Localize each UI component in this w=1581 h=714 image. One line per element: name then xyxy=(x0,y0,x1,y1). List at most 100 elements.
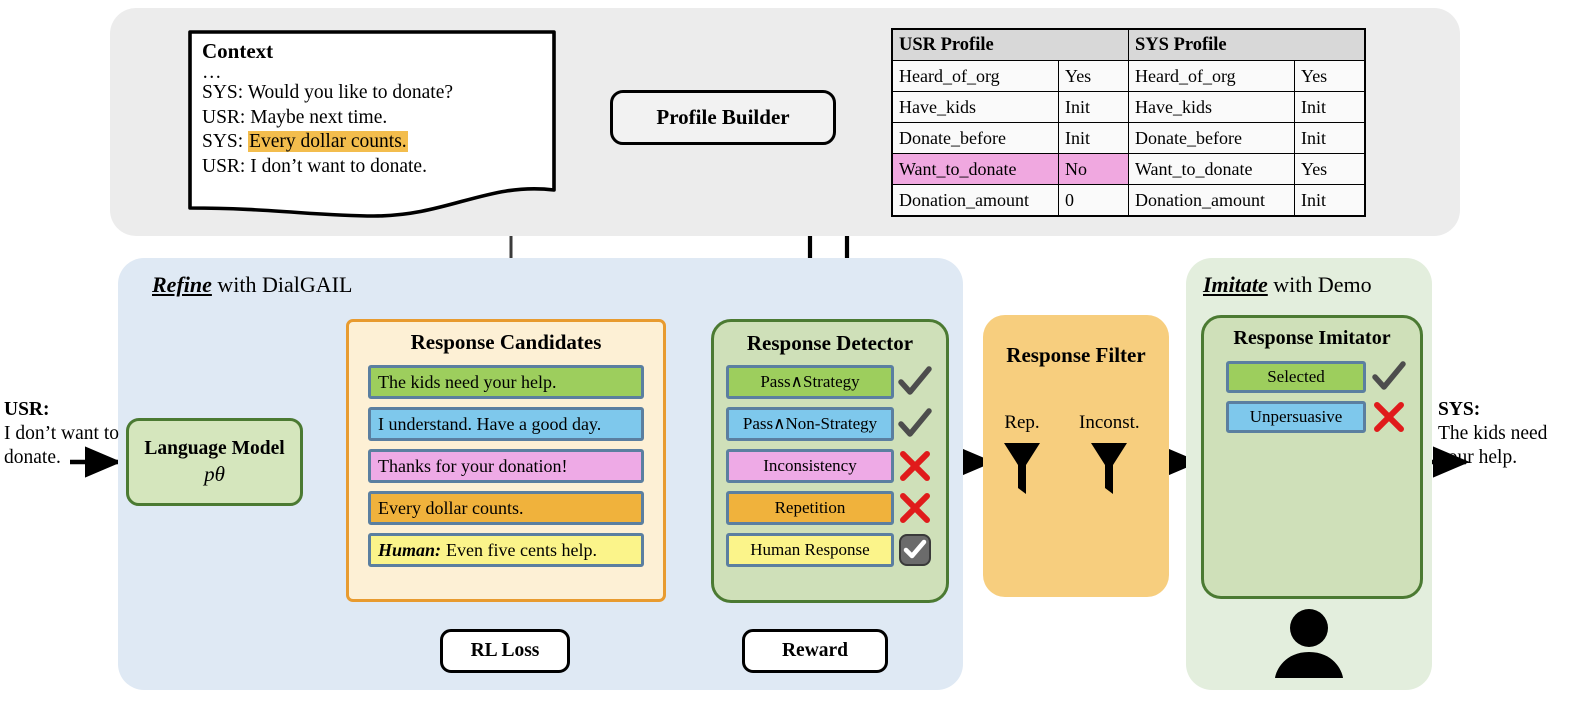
response-detector-title: Response Detector xyxy=(746,331,914,355)
response-candidate-item: The kids need your help. xyxy=(368,365,644,399)
rl-loss-label: RL Loss xyxy=(470,640,540,661)
response-candidates-list: The kids need your help. I understand. Ha… xyxy=(368,365,644,575)
table-cell: Donation_amount xyxy=(1128,184,1295,217)
refine-panel-title: Refine with DialGAIL xyxy=(152,272,352,298)
check-icon xyxy=(898,408,932,437)
table-cell: Yes xyxy=(1294,60,1366,92)
detector-row: Inconsistency xyxy=(726,449,936,483)
detector-row: Pass∧Non-Strategy xyxy=(726,407,936,441)
table-cell: Init xyxy=(1294,184,1366,217)
candidate-text: Even five cents help. xyxy=(446,539,597,560)
language-model-label: Language Model xyxy=(144,437,285,459)
imitator-label-chip: Selected xyxy=(1226,361,1366,393)
reward-label: Reward xyxy=(781,640,849,661)
candidate-prefix: Human: xyxy=(378,539,442,560)
table-cell: Init xyxy=(1294,91,1366,123)
table-cell: Yes xyxy=(1294,153,1366,185)
imitator-mark xyxy=(1366,400,1412,434)
table-cell: Init xyxy=(1058,122,1129,154)
candidate-text: I understand. Have a good day. xyxy=(378,413,602,434)
detector-mark xyxy=(894,449,936,483)
detector-mark xyxy=(894,407,936,441)
context-line-speaker: SYS: xyxy=(202,82,248,103)
response-filter-box: Response Filter Rep. Inconst. xyxy=(983,315,1169,597)
input-text: I don’t want to donate. xyxy=(4,423,120,468)
context-line-speaker: SYS: xyxy=(202,131,249,153)
table-cell: Have_kids xyxy=(891,91,1059,123)
profile-builder-label: Profile Builder xyxy=(656,105,790,129)
table-cell: Heard_of_org xyxy=(1128,60,1295,92)
profile-builder-box: Profile Builder xyxy=(610,90,836,145)
context-line-speaker: USR: xyxy=(202,106,251,128)
filter-rep-group: Rep. xyxy=(1001,412,1043,498)
context-line-text: I don’t want to donate. xyxy=(250,155,427,177)
rl-loss-box: RL Loss xyxy=(440,629,570,673)
context-title: Context xyxy=(202,39,274,63)
context-document: Context … SYS: Would you like to donate?… xyxy=(188,30,556,218)
output-utterance: SYS: The kids need your help. xyxy=(1438,398,1568,470)
table-cell: Heard_of_org xyxy=(891,60,1059,92)
cross-icon xyxy=(1374,402,1404,432)
table-cell: Have_kids xyxy=(1128,91,1295,123)
table-cell: 0 xyxy=(1058,184,1129,217)
table-cell: Donation_amount xyxy=(891,184,1059,217)
imitator-mark xyxy=(1366,360,1412,394)
context-lines: SYS: Would you like to donate?USR: Maybe… xyxy=(202,81,552,179)
table-cell: Want_to_donate xyxy=(891,153,1059,185)
person-icon xyxy=(1275,609,1343,678)
refine-title-bold: Refine xyxy=(152,272,212,297)
context-line-text: Maybe next time. xyxy=(250,106,388,128)
table-cell: No xyxy=(1058,153,1129,185)
response-filter-title: Response Filter xyxy=(1006,343,1146,367)
detector-row: Repetition xyxy=(726,491,936,525)
imitate-title-bold: Imitate xyxy=(1203,272,1268,297)
response-candidate-item: Thanks for your donation! xyxy=(368,449,644,483)
table-header-cell: USR Profile xyxy=(891,28,1129,61)
imitator-row: Selected xyxy=(1226,361,1412,393)
table-cell: Yes xyxy=(1058,60,1129,92)
imitator-label-chip: Unpersuasive xyxy=(1226,401,1366,433)
table-cell: Donate_before xyxy=(891,122,1059,154)
response-candidate-item: Human:Even five cents help. xyxy=(368,533,644,567)
filter-inconst-group: Inconst. xyxy=(1079,412,1140,498)
response-candidate-item: I understand. Have a good day. xyxy=(368,407,644,441)
response-candidates-box: Response Candidates The kids need your h… xyxy=(346,319,666,602)
detector-label-chip: Repetition xyxy=(726,491,894,525)
funnel-icon xyxy=(1091,443,1128,494)
cross-icon xyxy=(900,493,930,523)
candidate-text: Thanks for your donation! xyxy=(378,455,568,476)
response-candidates-title: Response Candidates xyxy=(410,330,602,354)
context-ellipsis: … xyxy=(202,62,224,83)
context-line: USR: Maybe next time. xyxy=(202,106,552,131)
table-cell: Want_to_donate xyxy=(1128,153,1295,185)
input-speaker: USR: xyxy=(4,399,50,420)
language-model-params: pθ xyxy=(204,461,225,486)
table-cell: Donate_before xyxy=(1128,122,1295,154)
context-line-text: Every dollar counts. xyxy=(248,131,408,153)
cross-icon xyxy=(900,451,930,481)
detector-label-chip: Pass∧Non-Strategy xyxy=(726,407,894,441)
context-line: SYS: Every dollar counts. xyxy=(202,130,552,155)
candidate-text: The kids need your help. xyxy=(378,371,557,392)
detector-label-chip: Inconsistency xyxy=(726,449,894,483)
check-icon xyxy=(1372,361,1406,390)
output-text: The kids need your help. xyxy=(1438,423,1548,468)
detector-mark xyxy=(894,491,936,525)
response-candidate-item: Every dollar counts. xyxy=(368,491,644,525)
detector-label-chip: Human Response xyxy=(726,533,894,567)
table-cell: Init xyxy=(1058,91,1129,123)
detector-mark xyxy=(894,533,936,567)
reward-box: Reward xyxy=(742,629,888,673)
table-header-cell: SYS Profile xyxy=(1128,28,1366,61)
context-line-speaker: USR: xyxy=(202,155,251,177)
